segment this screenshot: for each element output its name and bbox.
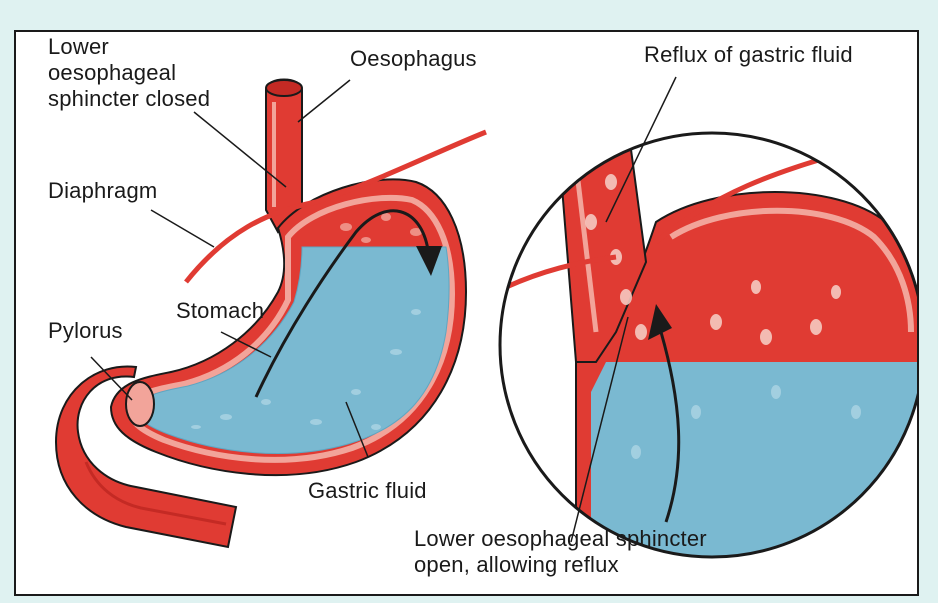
label-stomach: Stomach <box>176 298 264 324</box>
label-gastric-fluid: Gastric fluid <box>308 478 427 504</box>
label-reflux: Reflux of gastric fluid <box>644 42 853 68</box>
label-lower-sphincter-closed: Lower oesophageal sphincter closed <box>48 34 210 112</box>
reflux-diagram <box>16 32 919 596</box>
label-pylorus: Pylorus <box>48 318 123 344</box>
diagram-frame: Lower oesophageal sphincter closed Oesop… <box>14 30 919 596</box>
stomach-illustration <box>56 80 486 548</box>
label-lower-sphincter-open: Lower oesophageal sphincter open, allowi… <box>414 526 707 578</box>
magnified-view <box>496 77 919 572</box>
pylorus-ring <box>126 382 154 426</box>
label-oesophagus: Oesophagus <box>350 46 477 72</box>
label-diaphragm: Diaphragm <box>48 178 157 204</box>
